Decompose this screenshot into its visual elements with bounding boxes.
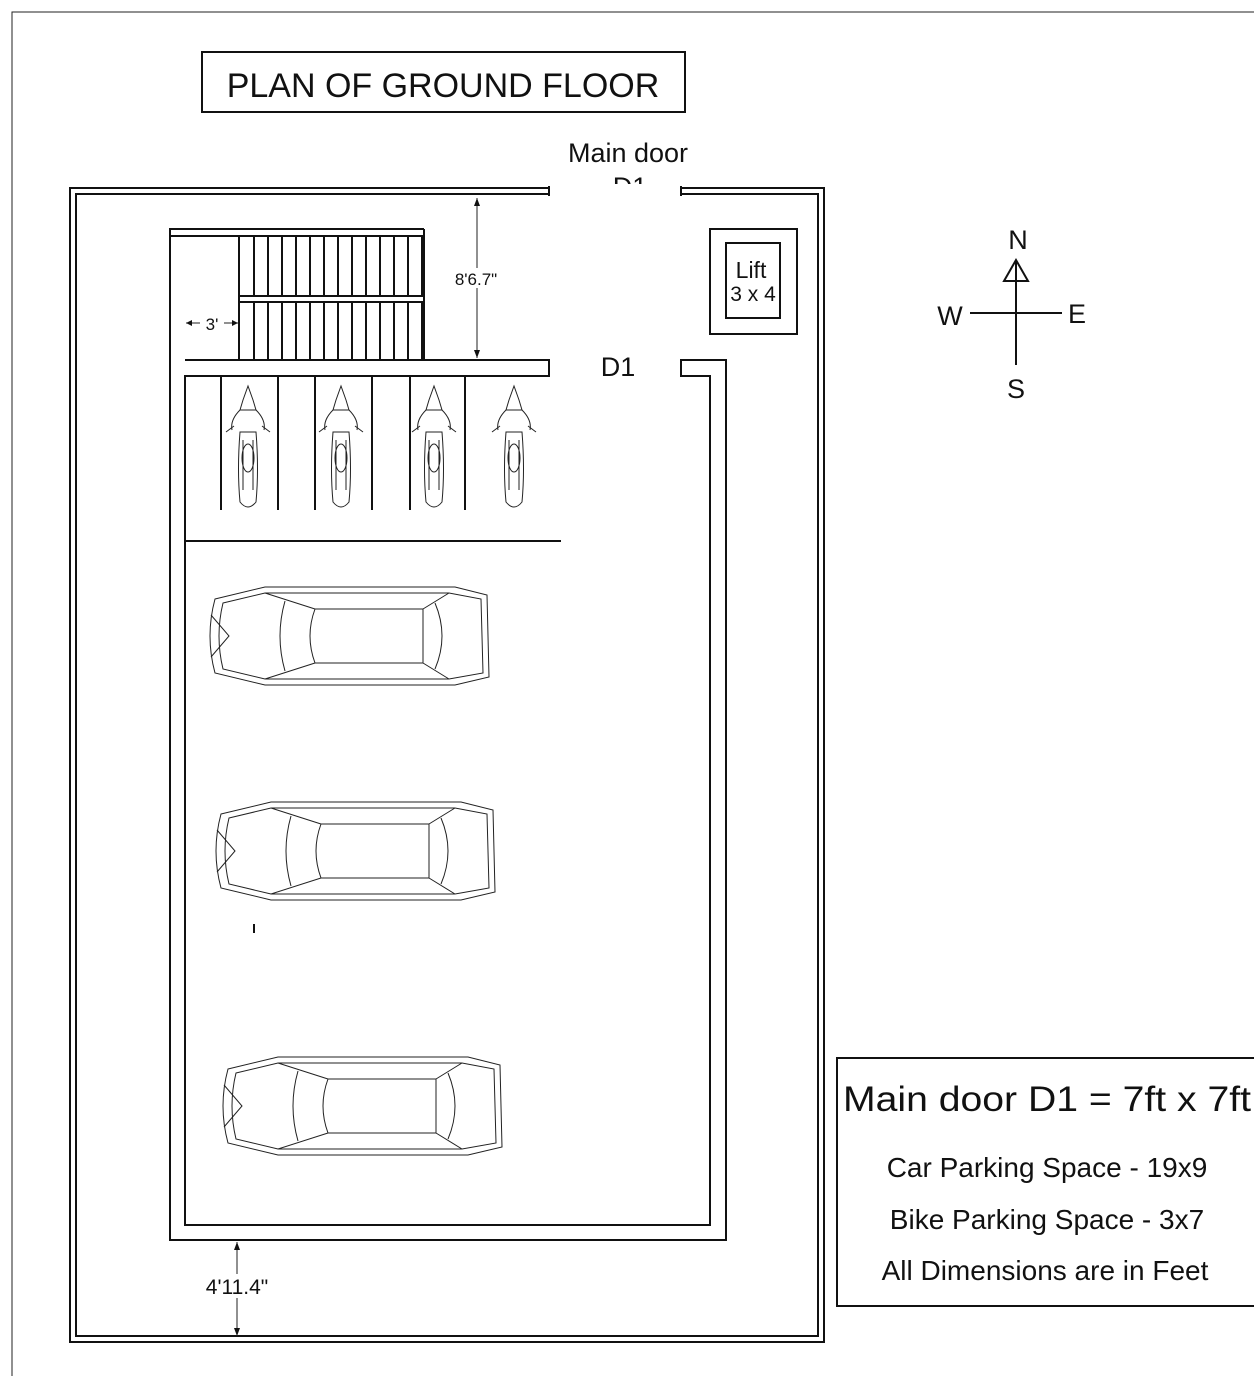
- compass-north: N: [1008, 225, 1028, 255]
- lift-label: Lift: [736, 257, 767, 283]
- bike-2: [318, 385, 364, 508]
- staircase: [170, 229, 425, 360]
- outer-wall-inner: [75, 193, 819, 1337]
- bike-1: [225, 385, 271, 508]
- legend-bike-parking: Bike Parking Space - 3x7: [890, 1204, 1204, 1235]
- page-frame: [11, 11, 1254, 1376]
- car-1: [209, 586, 490, 686]
- stair-height-label: 8'6.7": [455, 270, 497, 289]
- stair-height-dimension: 8'6.7": [448, 198, 506, 358]
- legend-main-door-spec: Main door D1 = 7ft x 7ft: [843, 1080, 1251, 1119]
- title-box: [201, 51, 686, 113]
- car-3: [222, 1056, 503, 1156]
- compass-east: E: [1068, 299, 1086, 329]
- bike-parking-area: [185, 376, 561, 542]
- stair-width-label: 3': [206, 315, 219, 334]
- setback-label: 4'11.4": [206, 1276, 268, 1299]
- north-compass: N S E W: [937, 225, 1086, 404]
- north-arrow-icon: [1002, 257, 1030, 282]
- bike-4: [491, 385, 537, 508]
- lift-size-label: 3 x 4: [730, 283, 776, 306]
- main-door-opening: [549, 184, 681, 198]
- parking-enclosure-wall: [169, 228, 727, 1241]
- main-door-label: Main door: [568, 138, 688, 168]
- plan-title: PLAN OF GROUND FLOOR: [227, 67, 660, 105]
- inner-door-code: D1: [601, 352, 636, 382]
- stair-width-dimension: 3': [186, 315, 238, 334]
- bike-3: [411, 385, 457, 508]
- setback-dimension: 4'11.4": [196, 1242, 278, 1336]
- compass-west: W: [937, 301, 963, 331]
- lift: Lift 3 x 4: [709, 228, 798, 335]
- legend-car-parking: Car Parking Space - 19x9: [887, 1152, 1208, 1183]
- outer-wall: [69, 187, 825, 1343]
- compass-south: S: [1007, 374, 1025, 404]
- car-2: [215, 801, 496, 901]
- legend-units-note: All Dimensions are in Feet: [882, 1255, 1209, 1286]
- legend-box: Main door D1 = 7ft x 7ft Car Parking Spa…: [836, 1057, 1254, 1307]
- car-parking-area: [209, 586, 503, 1156]
